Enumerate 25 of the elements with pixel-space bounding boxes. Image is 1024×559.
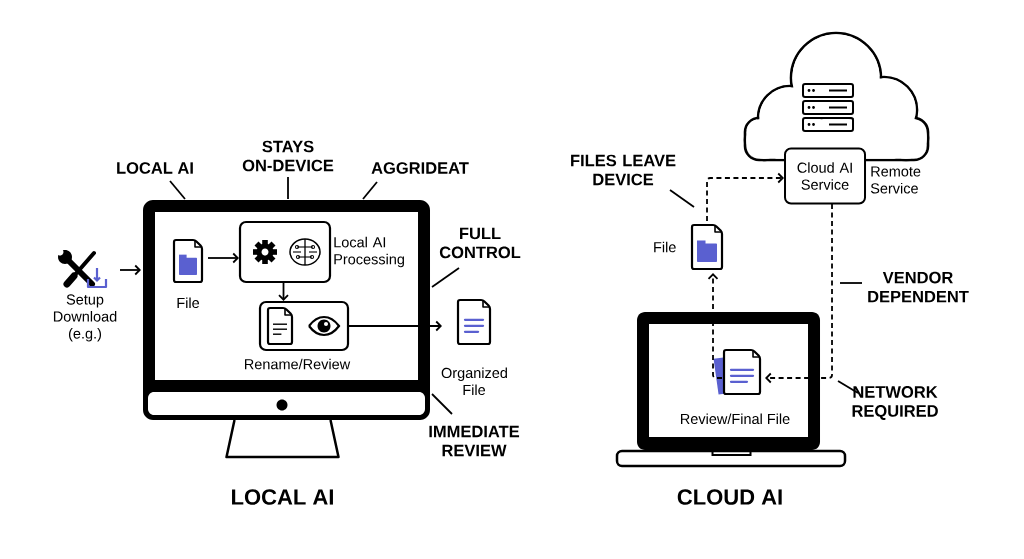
callout-text: STAYS ON-DEVICE: [242, 140, 334, 172]
dashed-arrow: [706, 172, 784, 222]
service-box: Cloud AI Service: [784, 147, 866, 205]
leader-line: [837, 380, 859, 394]
callout-text: VENDOR DEPENDENT: [868, 271, 969, 303]
icon-caption: File: [654, 241, 676, 253]
heading: CLOUD AI: [677, 489, 782, 505]
callout-text: FULL CONTROL: [439, 227, 521, 259]
leader-line: [287, 176, 289, 200]
callout-text: AGGRIDEAT: [371, 162, 469, 174]
leader-line: [362, 181, 378, 200]
heading: LOCAL AI: [232, 489, 333, 505]
arrow: [119, 264, 141, 276]
leader-line: [431, 393, 453, 415]
leader-line: [839, 282, 863, 284]
leader-line: [169, 180, 186, 200]
callout-text: FILES LEAVE DEVICE: [571, 154, 676, 186]
callout-text: LOCAL AI: [117, 162, 193, 174]
callout-text: NETWORK REQUIRED: [852, 386, 938, 420]
icon-caption: Organized File: [441, 367, 507, 396]
side-label: Remote Service: [870, 166, 921, 194]
leader-line: [431, 267, 460, 288]
icon-caption: Setup Download (e.g.): [53, 294, 117, 342]
callout-text: IMMEDIATE REVIEW: [429, 425, 520, 457]
leader-line: [669, 189, 695, 208]
